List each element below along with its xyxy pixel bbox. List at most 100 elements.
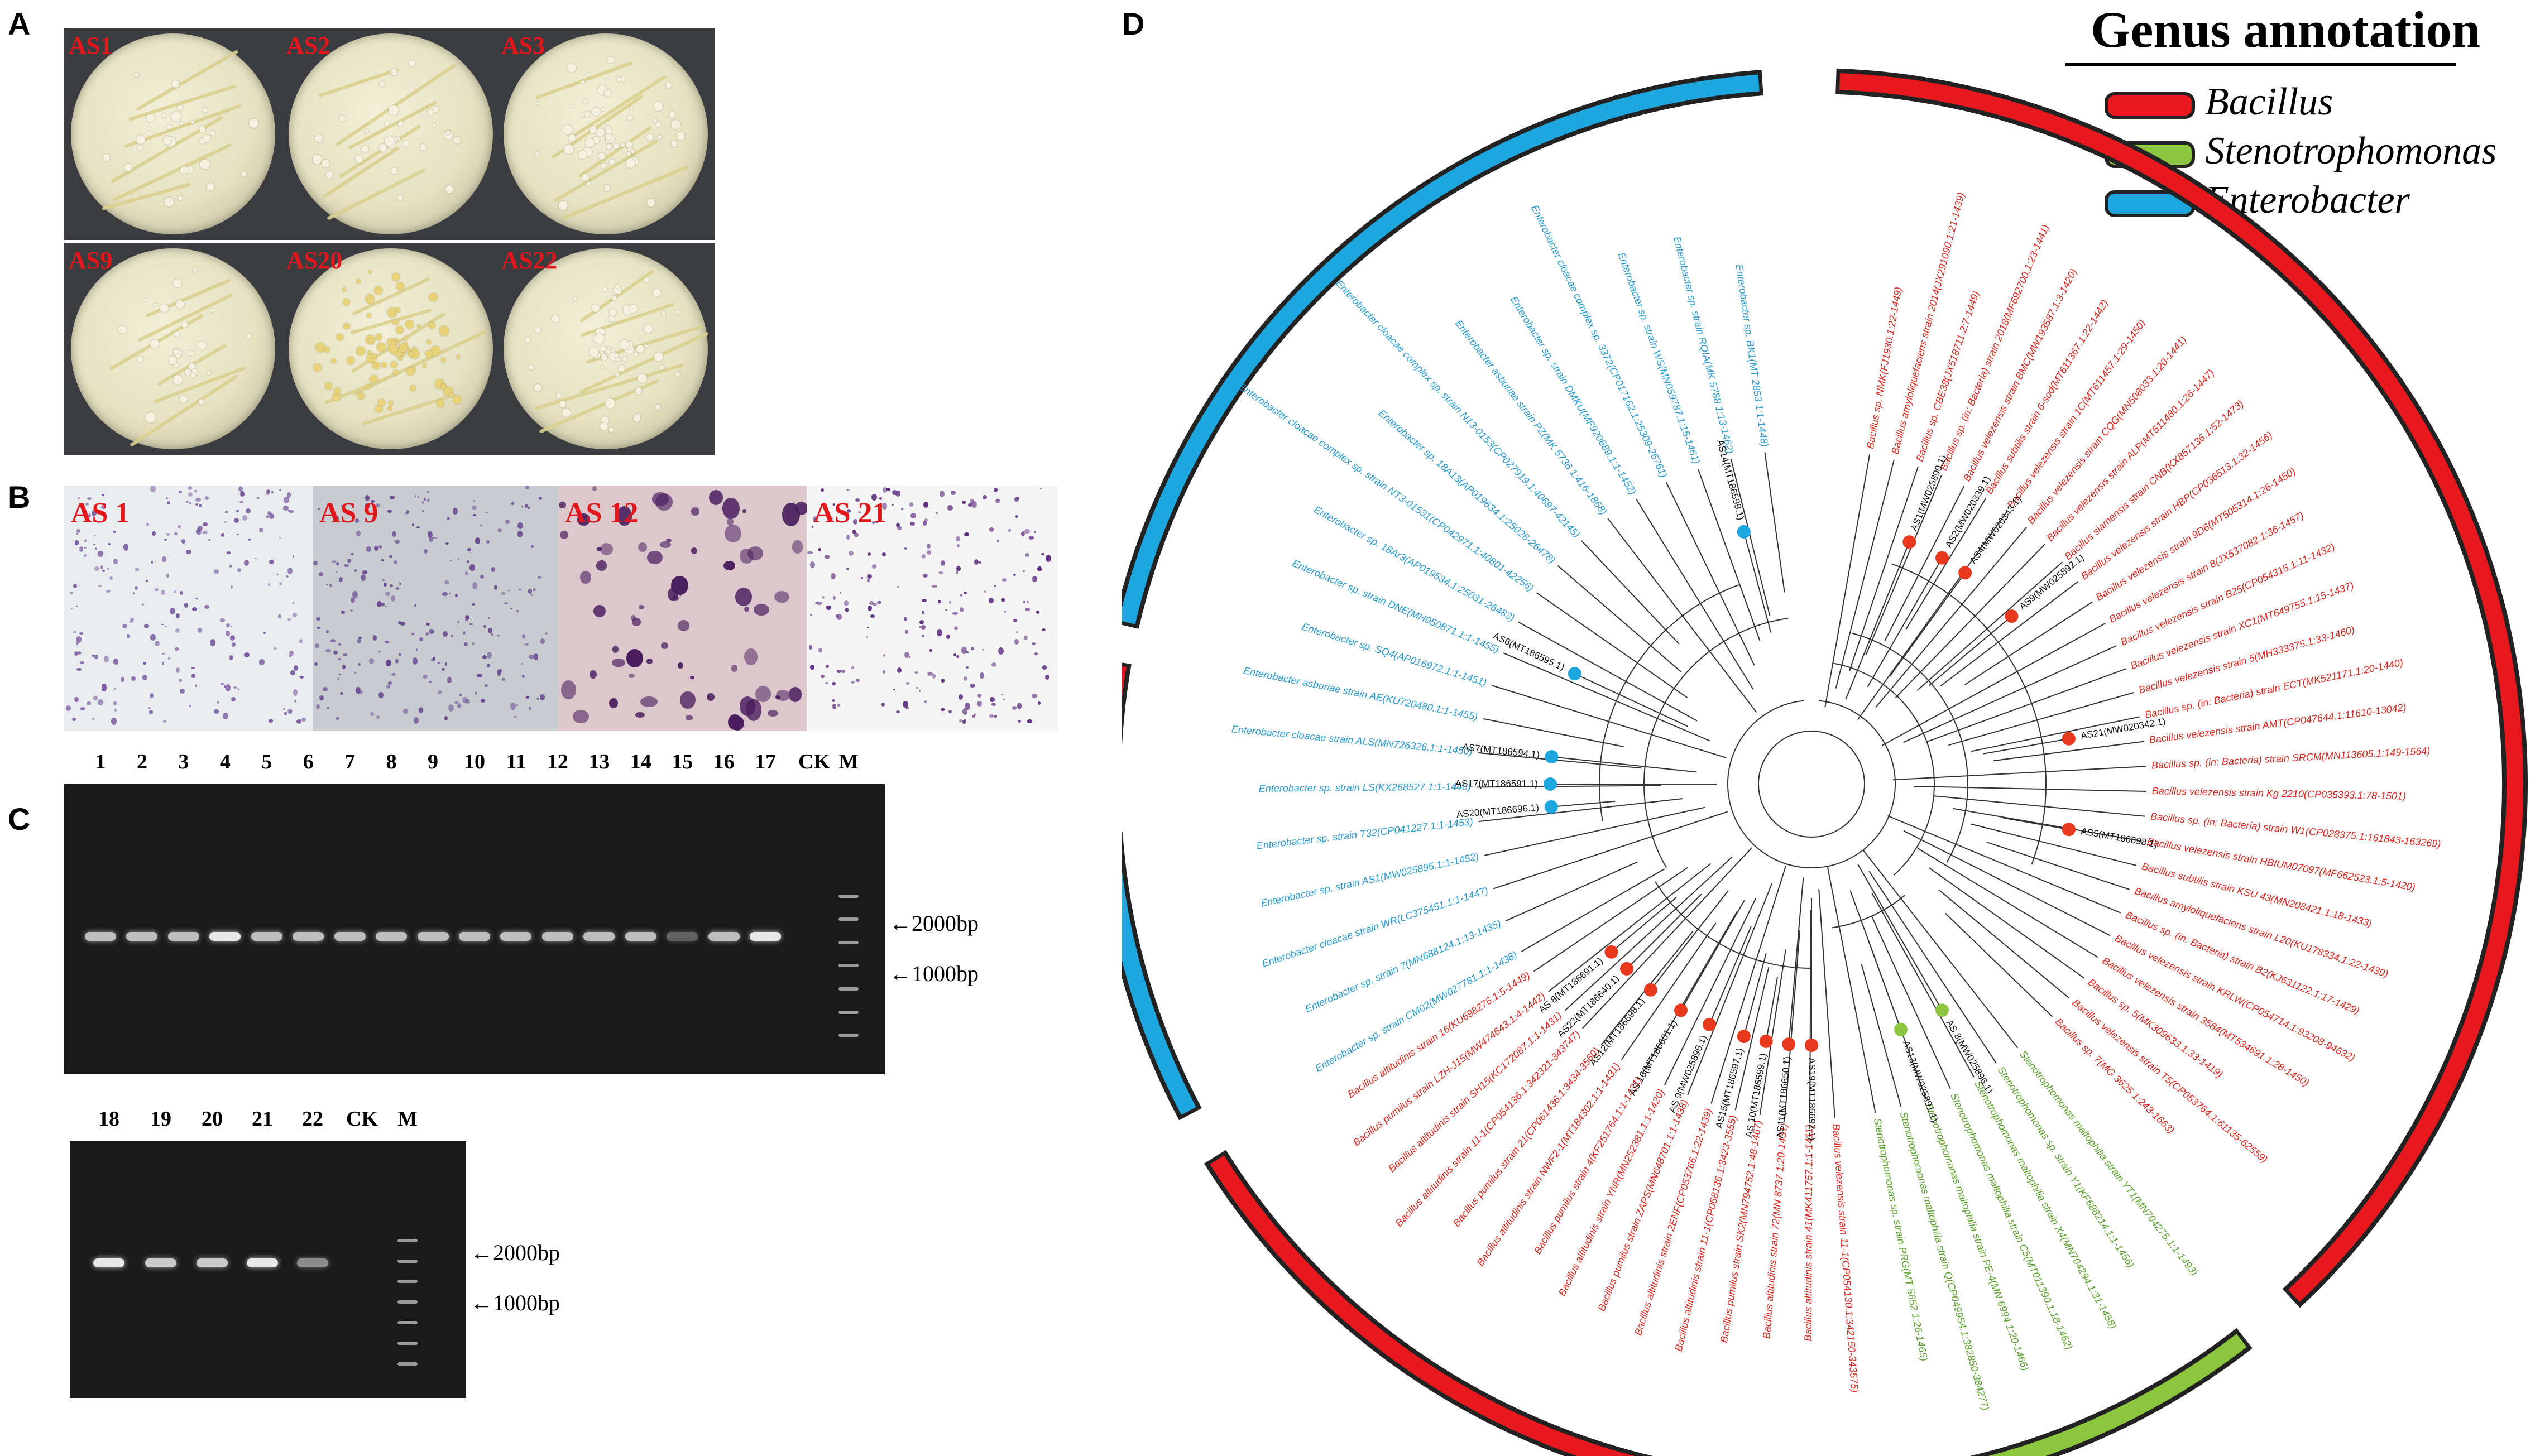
stain-spot (386, 684, 391, 689)
colony (655, 122, 661, 128)
stain-spot (83, 554, 87, 558)
colony (393, 319, 399, 325)
stain-spot (198, 504, 202, 507)
stain-spot (788, 686, 802, 702)
stain-spot (173, 590, 176, 593)
stain-spot (390, 584, 394, 587)
colony (336, 333, 343, 341)
stain-spot (639, 605, 644, 609)
stain-spot (416, 526, 420, 529)
tree-branch (1568, 670, 1689, 727)
stain-spot (341, 504, 343, 507)
stain-spot (465, 699, 471, 704)
stain-spot (767, 709, 779, 717)
stain-spot (937, 600, 941, 603)
colony (390, 167, 397, 175)
stain-spot (150, 693, 154, 698)
tree-node-arc (1599, 584, 1739, 821)
colony (410, 385, 416, 391)
stain-spot (444, 716, 448, 721)
colony (374, 286, 383, 295)
stain-spot (809, 664, 814, 670)
plate-label: AS3 (501, 32, 545, 59)
stain-spot (846, 568, 849, 571)
colony (591, 107, 600, 116)
stain-spot (528, 589, 532, 594)
stain-spot (151, 561, 154, 564)
stain-spot (323, 687, 328, 691)
colony (405, 320, 414, 329)
stain-spot (299, 676, 304, 679)
stain-spot (276, 573, 279, 575)
stain-spot (810, 614, 813, 616)
stain-spot (318, 508, 320, 511)
leaf-label: AS 16(MT186601.1) (1627, 1018, 1679, 1097)
stain-spot (289, 711, 291, 713)
stain-spot (91, 654, 95, 657)
stain-spot (274, 647, 277, 650)
stain-spot (740, 548, 754, 564)
stain-spot (221, 683, 224, 685)
stain-spot (472, 582, 478, 589)
stain-spot (397, 621, 402, 625)
stain-spot (821, 488, 824, 492)
stain-spot (881, 703, 885, 707)
stain-spot (283, 506, 289, 511)
stain-spot (872, 521, 875, 524)
stain-spot (464, 614, 469, 620)
leaf-label: Bacillus altitudinis strain 11-1(CP05413… (1393, 1028, 1583, 1229)
stain-spot (852, 519, 857, 525)
sample-dot (1703, 1017, 1717, 1031)
stain-spot (947, 504, 953, 511)
stain-spot (298, 676, 300, 678)
colony (607, 56, 614, 63)
stain-spot (996, 540, 999, 542)
stain-spot (846, 488, 850, 491)
stain-spot (929, 649, 933, 652)
stain-spot (354, 569, 357, 572)
stain-spot (994, 715, 998, 718)
leaf-label: Bacillus velezensis strain 5(MH333375.1:… (2138, 624, 2356, 696)
stain-spot (425, 622, 430, 626)
stain-spot (293, 555, 295, 558)
stain-spot (233, 686, 237, 689)
legend-title: Genus annotation (2091, 1, 2480, 58)
stain-spot (924, 518, 928, 522)
tree-branch (1929, 611, 2017, 686)
colony (324, 347, 330, 353)
lane-label: 20 (202, 1107, 223, 1131)
pcr-band (334, 932, 366, 941)
stain-spot (457, 703, 462, 709)
stain-spot (430, 659, 435, 661)
stain-spot (983, 495, 987, 499)
stain-spot (385, 591, 390, 596)
colony (633, 415, 641, 422)
sample-dot (1902, 535, 1916, 549)
stain-spot (229, 656, 233, 660)
stain-spot (76, 533, 79, 535)
tree-branch (1818, 889, 1835, 1118)
plate-label: AS22 (501, 247, 558, 274)
stain-spot (948, 600, 952, 604)
stain-spot (527, 507, 530, 509)
stain-spot (453, 508, 458, 515)
colony (602, 286, 608, 292)
colony (197, 340, 207, 350)
colony (325, 382, 333, 390)
tree-branch (1581, 540, 1680, 645)
colony (581, 113, 585, 118)
stain-spot (177, 525, 181, 529)
stain-spot (501, 677, 506, 681)
stain-spot (580, 571, 591, 584)
stain-spot (391, 531, 396, 537)
ladder-band (838, 940, 859, 944)
pcr-band (708, 932, 740, 941)
stain-spot (188, 486, 192, 491)
stain-spot (727, 714, 742, 731)
lane-label: 16 (713, 750, 735, 773)
stain-spot (238, 486, 243, 492)
sample-dot (1620, 962, 1634, 976)
stain-spot (422, 674, 428, 679)
colony (408, 352, 414, 357)
colony (180, 166, 189, 174)
